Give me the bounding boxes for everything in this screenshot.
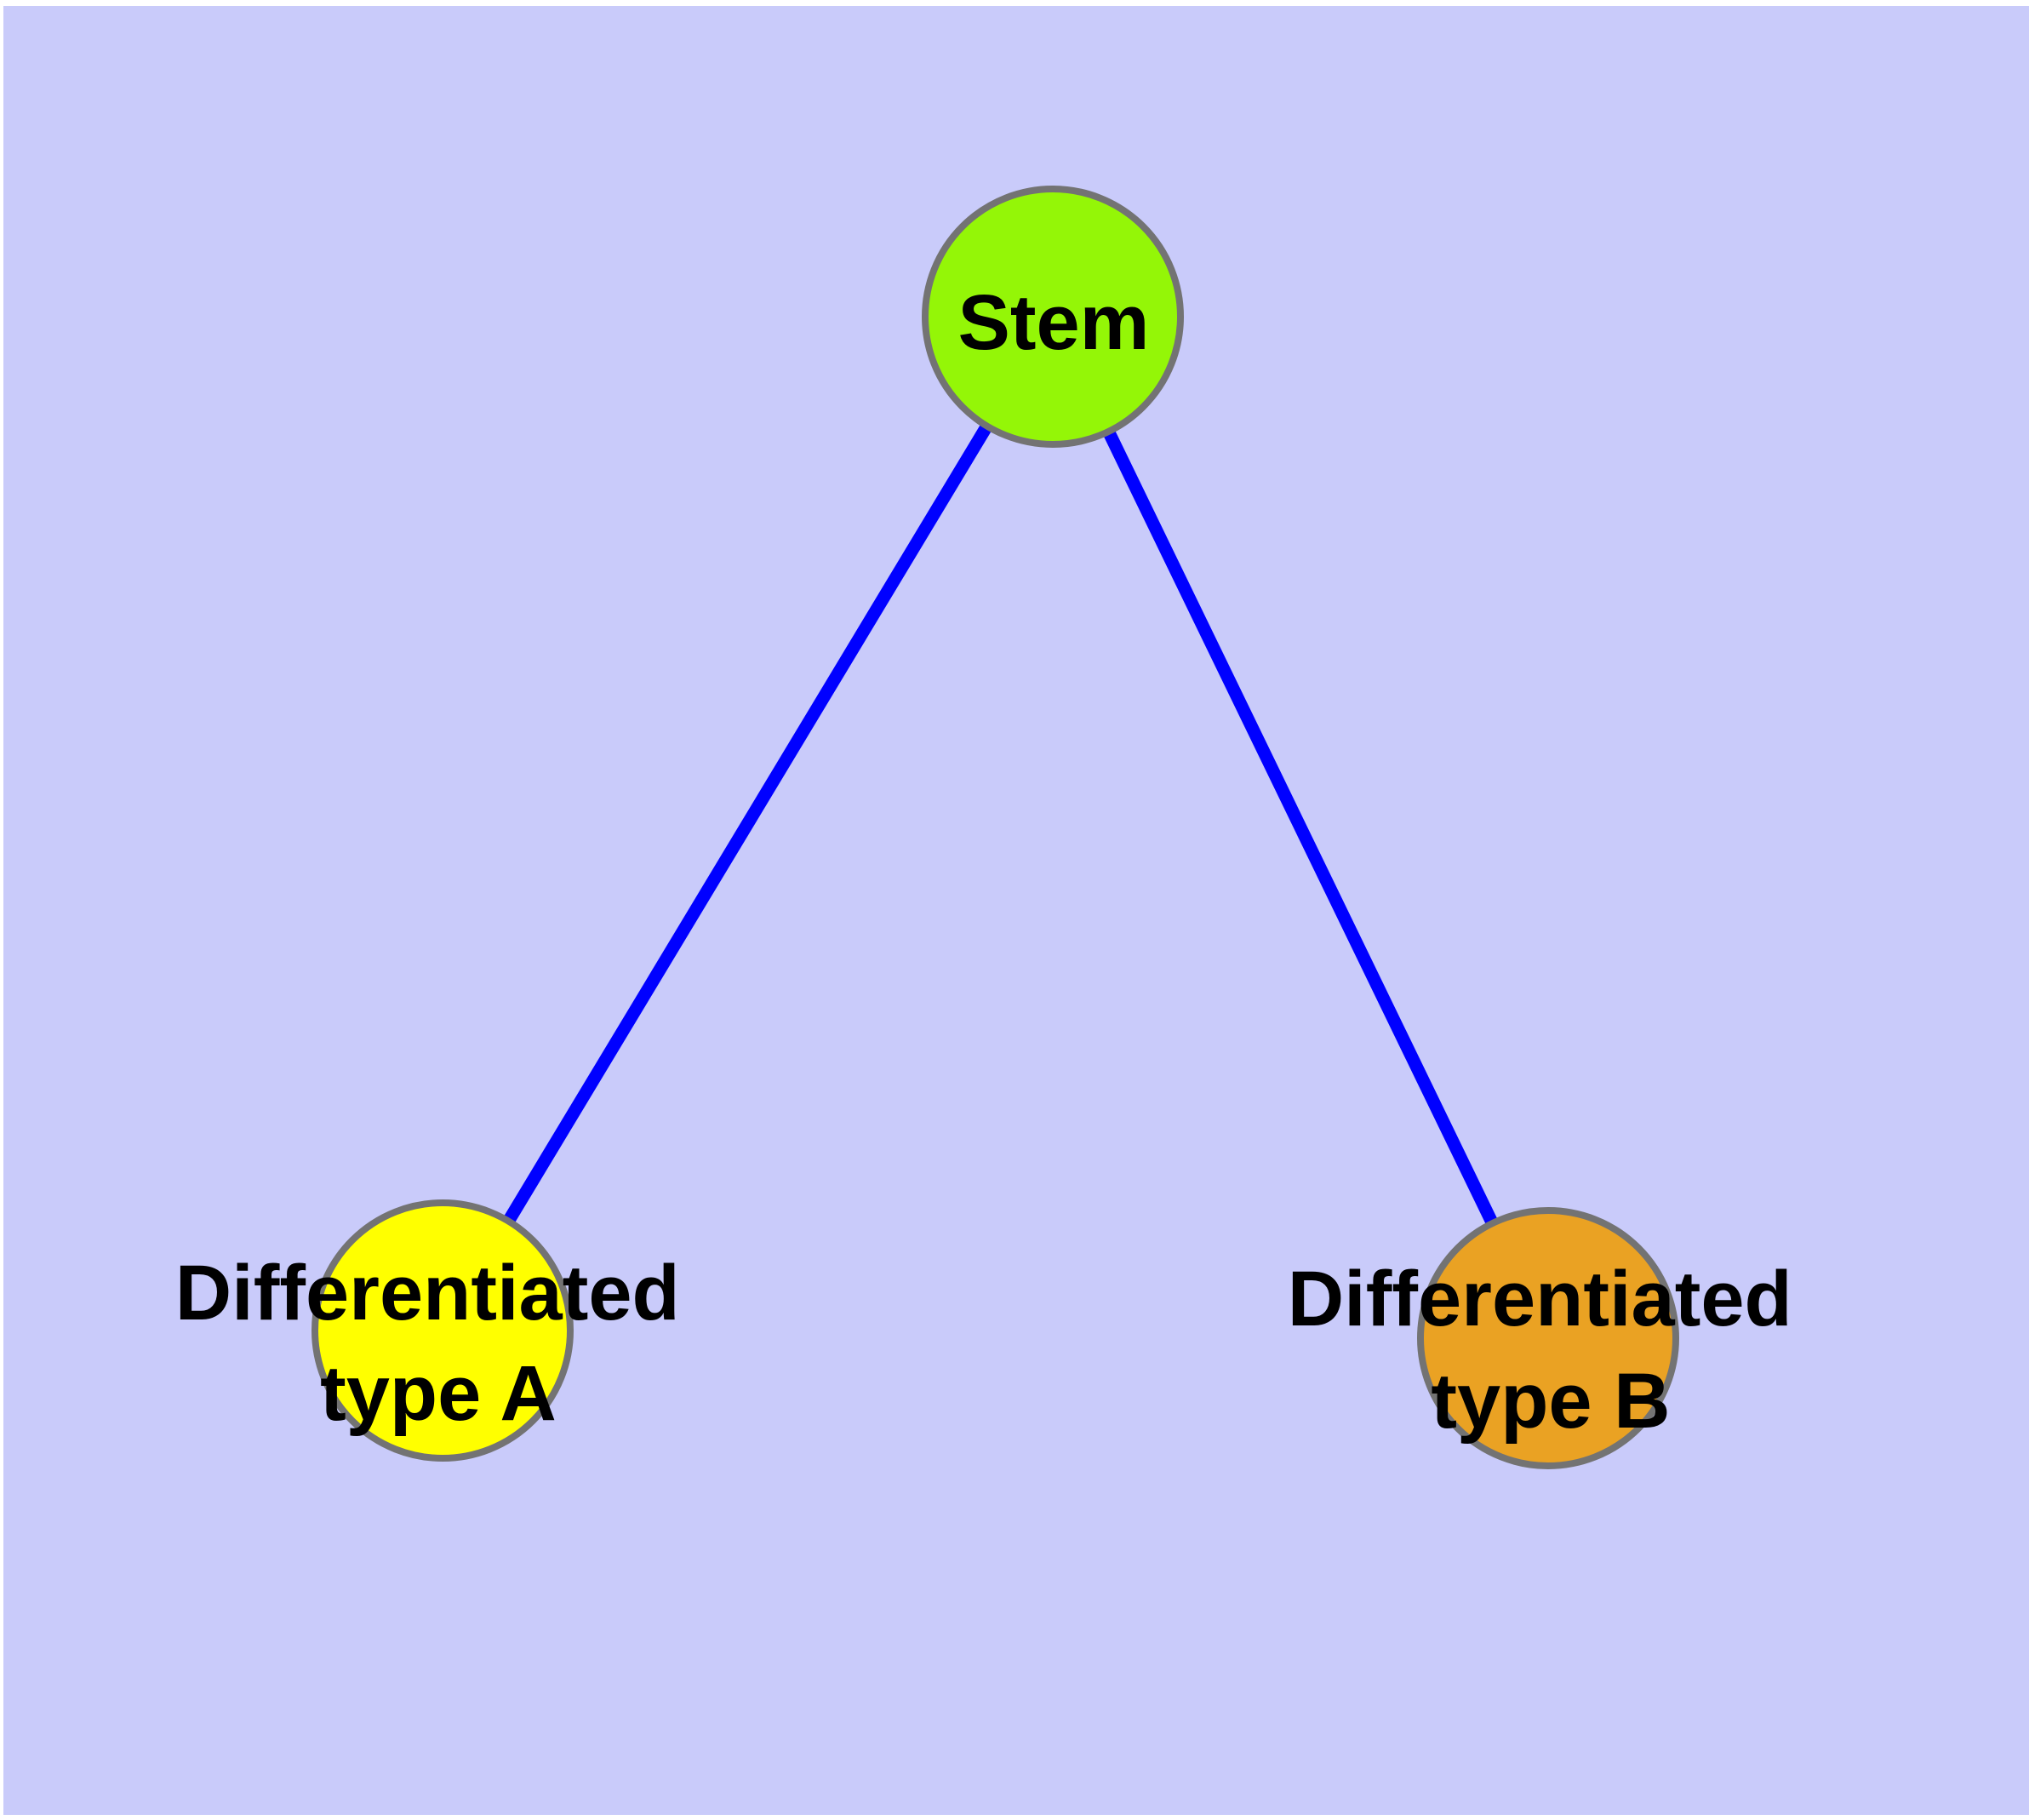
edge-group (437, 313, 1554, 1342)
stem-node-label: Stem (958, 279, 1150, 366)
type-a-node-circle (311, 1199, 574, 1462)
type-b-node-label: Differentiated type B (1288, 1256, 1815, 1445)
node-type-a: Differentiated type A (175, 1199, 702, 1462)
type-b-node-circle (1417, 1207, 1679, 1469)
stem-node-circle (922, 186, 1184, 448)
type-a-label-line2: type A (320, 1350, 557, 1437)
type-a-label-line1: Differentiated (175, 1250, 680, 1336)
type-a-node-label: Differentiated type A (175, 1250, 702, 1437)
type-b-label-line1: Differentiated (1288, 1256, 1792, 1342)
edge-stem-to-type-a (437, 313, 1059, 1334)
node-stem: Stem (922, 186, 1184, 448)
node-type-b: Differentiated type B (1288, 1207, 1815, 1469)
type-b-label-line2: type B (1431, 1358, 1670, 1445)
edge-stem-to-type-b (1047, 313, 1554, 1342)
